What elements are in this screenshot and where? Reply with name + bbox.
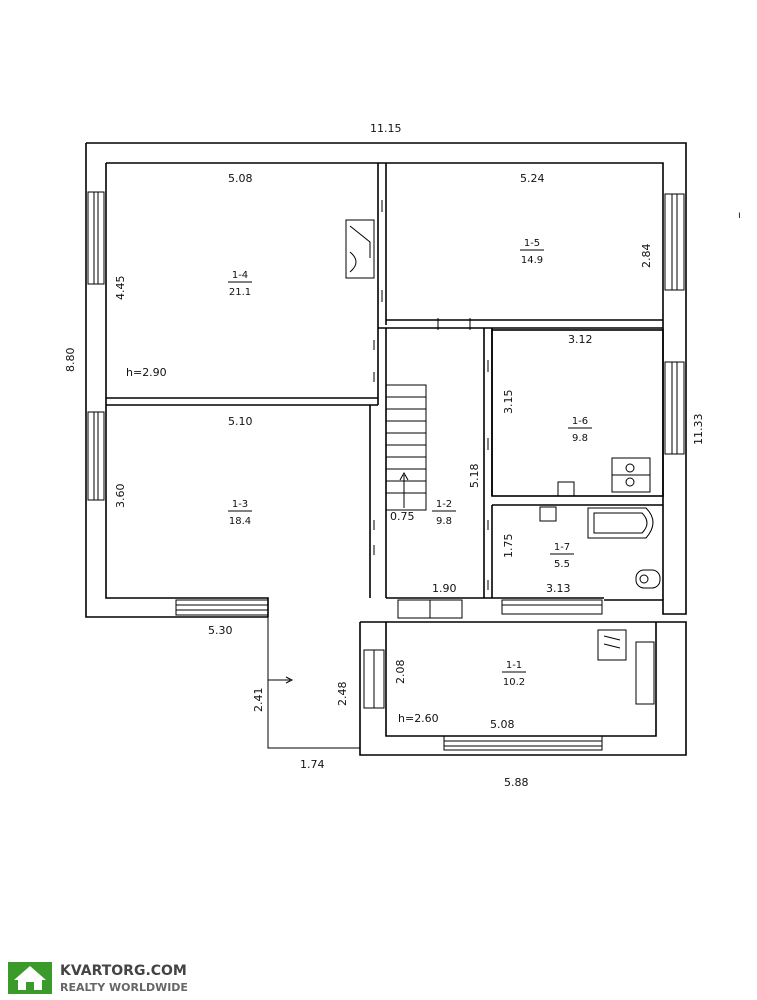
dim-total-width: 11.15 (370, 122, 402, 135)
svg-text:1-4: 1-4 (232, 270, 248, 281)
dim-bottom-left-width: 5.30 (208, 624, 233, 637)
svg-text:10.2: 10.2 (503, 677, 525, 688)
annex-walls (359, 621, 687, 756)
svg-text:18.4: 18.4 (229, 516, 251, 527)
electric-panel-icon (597, 629, 627, 661)
room-label-1-2: 1-2 9.8 (432, 499, 456, 527)
hob-icon (557, 457, 651, 497)
room-label-1-1: 1-1 10.2 (502, 660, 526, 688)
svg-text:21.1: 21.1 (229, 287, 251, 298)
dim-total-height-right: 11.33 (692, 414, 705, 446)
dim-room16-height: 3.15 (502, 390, 515, 415)
dim-room14-width: 5.08 (228, 172, 253, 185)
dim-room17-height: 1.75 (502, 534, 515, 559)
dim-porch-width: 1.74 (300, 758, 325, 771)
dim-room16-width: 3.12 (568, 333, 593, 346)
stove-icon (345, 219, 375, 279)
svg-text:1-1: 1-1 (506, 660, 522, 671)
svg-text:1-7: 1-7 (554, 542, 570, 553)
svg-text:1-6: 1-6 (572, 416, 588, 427)
svg-text:5.5: 5.5 (554, 559, 570, 570)
dim-total-height-left: 8.80 (64, 348, 77, 373)
dim-ceiling-main: h=2.90 (126, 366, 167, 379)
dim-room13-width: 5.10 (228, 415, 253, 428)
interior-walls (106, 163, 664, 599)
bathtub-icon (539, 506, 654, 539)
dim-room13-height: 3.60 (114, 484, 127, 509)
svg-text:14.9: 14.9 (521, 255, 543, 266)
dim-ceiling-annex: h=2.60 (398, 712, 439, 725)
svg-text:9.8: 9.8 (436, 516, 452, 527)
dim-room15-width: 5.24 (520, 172, 545, 185)
dimension-labels: 11.15 5.08 5.24 4.45 2.84 8.80 11.33 h=2… (64, 122, 705, 789)
windows (87, 191, 685, 751)
dim-room15-height: 2.84 (640, 244, 653, 269)
dim-porch-height-inner: 2.48 (336, 682, 349, 707)
watermark-tagline: REALTY WORLDWIDE (60, 981, 188, 994)
dim-annex-width: 5.88 (504, 776, 529, 789)
room-labels: 1-4 21.1 1-5 14.9 1-6 9.8 1-3 18.4 1-2 9… (228, 238, 592, 688)
dim-room14-height: 4.45 (114, 276, 127, 301)
dim-porch-height-outer: 2.41 (252, 688, 265, 713)
dim-room11-width: 5.08 (490, 718, 515, 731)
svg-text:ı: ı (738, 210, 741, 221)
svg-text:1-3: 1-3 (232, 499, 248, 510)
dim-corridor-height: 5.18 (468, 464, 481, 489)
room-label-1-4: 1-4 21.1 (228, 270, 252, 298)
door-marks (373, 200, 489, 590)
svg-text:1-2: 1-2 (436, 499, 452, 510)
toilet-icon (635, 569, 661, 589)
dim-room11-height: 2.08 (394, 660, 407, 685)
room-label-1-5: 1-5 14.9 (520, 238, 544, 266)
svg-text:9.8: 9.8 (572, 433, 588, 444)
kvartorg-watermark: KVARTORG.COM REALTY WORLDWIDE (8, 962, 188, 994)
room-label-1-7: 1-7 5.5 (550, 542, 574, 570)
dim-stair-width: 0.75 (390, 510, 415, 523)
dim-room17-width: 3.13 (546, 582, 571, 595)
porch-outline (267, 617, 360, 749)
stairs (385, 384, 427, 511)
svg-text:1-5: 1-5 (524, 238, 540, 249)
room-label-1-3: 1-3 18.4 (228, 499, 252, 527)
house-icon (8, 962, 52, 994)
dim-corridor-width: 1.90 (432, 582, 457, 595)
watermark-brand: KVARTORG.COM (60, 963, 187, 979)
room-label-1-6: 1-6 9.8 (568, 416, 592, 444)
